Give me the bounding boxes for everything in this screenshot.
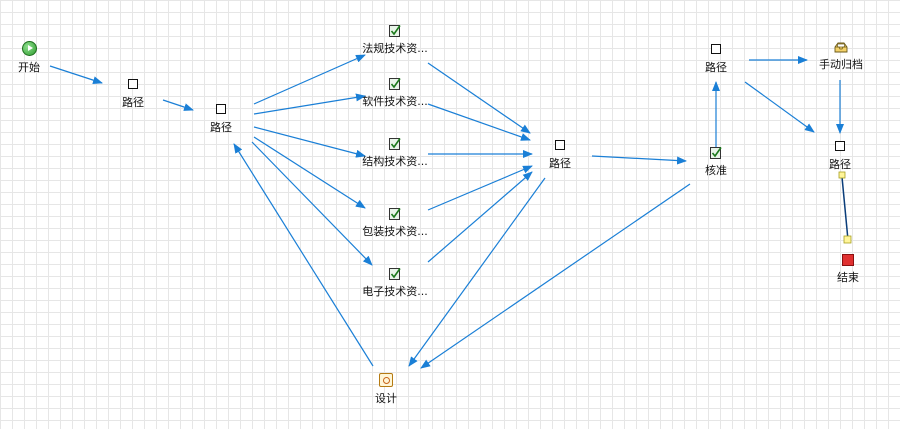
route-icon [555, 140, 565, 150]
edge-route1-route2 [162, 99, 194, 111]
task-node-structure[interactable]: 结构技术资... [350, 137, 440, 169]
route-node-3[interactable]: 路径 [515, 138, 605, 171]
task-node-packaging[interactable]: 包装技术资... [350, 207, 440, 239]
node-label: 核准 [705, 164, 727, 177]
node-label: 手动归档 [819, 58, 863, 71]
node-label: 软件技术资... [362, 95, 428, 108]
task-checklist-icon [389, 268, 401, 280]
manual-archive-node[interactable]: 手动归档 [796, 41, 886, 72]
task-node-software[interactable]: 软件技术资... [350, 77, 440, 109]
route-node-5[interactable]: 路径 [795, 139, 885, 172]
edge-start-route1 [49, 65, 103, 85]
design-icon [379, 373, 393, 387]
edge-route3-review [591, 155, 687, 165]
edge-design-route2 [233, 143, 374, 367]
edge-route2-electronic [251, 141, 373, 266]
node-label: 开始 [18, 61, 40, 74]
edge-route2-software [253, 93, 366, 115]
edge-route2-regulation [253, 54, 366, 105]
design-node[interactable]: 设计 [341, 373, 431, 406]
edge-route3-design [408, 177, 546, 367]
route-icon [128, 79, 138, 89]
review-node[interactable]: 核准 [671, 146, 761, 178]
play-icon [21, 41, 37, 56]
edge-regulation-route3 [427, 62, 531, 134]
edge-route2-packaging [253, 136, 366, 209]
route-icon [216, 104, 226, 114]
route-node-1[interactable]: 路径 [88, 77, 178, 110]
archive-tray-icon [834, 42, 848, 53]
edge-route4-route5 [744, 81, 815, 133]
node-label: 路径 [705, 61, 727, 74]
edge-packaging-route3 [427, 165, 533, 211]
route-node-4[interactable]: 路径 [671, 42, 761, 75]
task-checklist-icon [389, 138, 401, 150]
node-label: 路径 [549, 157, 571, 170]
node-label: 结构技术资... [362, 155, 428, 168]
task-checklist-icon [389, 78, 401, 90]
node-label: 设计 [375, 392, 397, 405]
node-label: 包装技术资... [362, 225, 428, 238]
edge-route5-end [838, 171, 852, 244]
node-label: 路径 [122, 96, 144, 109]
edge-route2-structure [253, 126, 366, 158]
task-node-regulation[interactable]: 法规技术资... [350, 24, 440, 56]
task-node-electronic[interactable]: 电子技术资... [350, 267, 440, 299]
node-label: 结束 [837, 271, 859, 284]
node-label: 路径 [210, 121, 232, 134]
route-node-2[interactable]: 路径 [176, 102, 266, 135]
edge-review-design [420, 183, 691, 369]
node-label: 法规技术资... [362, 42, 428, 55]
task-checklist-icon [389, 25, 401, 37]
route-icon [711, 44, 721, 54]
stop-icon [842, 254, 854, 266]
start-node[interactable]: 开始 [0, 41, 74, 75]
node-label: 路径 [829, 158, 851, 171]
route-icon [835, 141, 845, 151]
task-checklist-icon [389, 208, 401, 220]
node-label: 电子技术资... [362, 285, 428, 298]
task-checklist-icon [710, 147, 722, 159]
end-node[interactable]: 结束 [803, 254, 893, 285]
edge-electronic-route3 [427, 171, 533, 263]
edge-software-route3 [427, 103, 531, 141]
